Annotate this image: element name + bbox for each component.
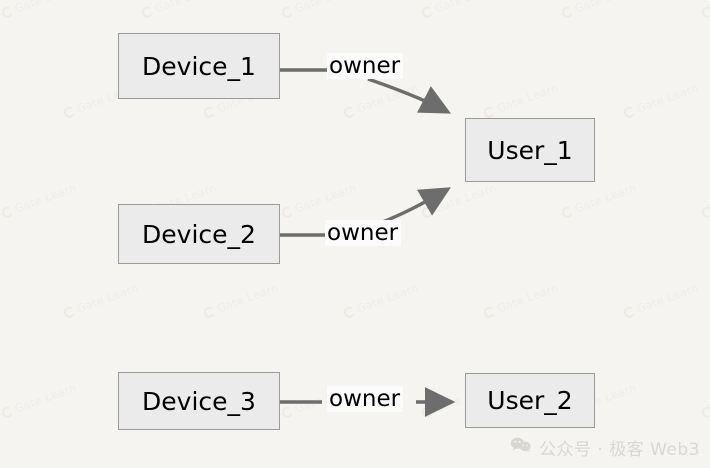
node-device-2[interactable]: Device_2 xyxy=(118,204,280,264)
edge-label-device2-user1: owner xyxy=(325,220,402,247)
brand-watermark: 公众号 · 极客 Web3 xyxy=(510,435,700,460)
node-device-2-label: Device_2 xyxy=(142,219,256,249)
node-device-1-label: Device_1 xyxy=(142,51,256,81)
node-device-3[interactable]: Device_3 xyxy=(118,372,280,430)
node-device-1[interactable]: Device_1 xyxy=(118,33,280,99)
wechat-icon xyxy=(510,437,532,458)
node-device-3-label: Device_3 xyxy=(142,386,256,416)
node-user-2-label: User_2 xyxy=(487,386,573,415)
edge-label-device3-user2: owner xyxy=(327,386,404,413)
node-user-2[interactable]: User_2 xyxy=(465,373,595,428)
node-user-1[interactable]: User_1 xyxy=(465,118,595,182)
brand-watermark-text: 公众号 · 极客 Web3 xyxy=(539,440,700,460)
edge-label-device1-user1: owner xyxy=(327,53,404,80)
node-user-1-label: User_1 xyxy=(487,135,573,165)
edge-device1-user1 xyxy=(280,68,452,114)
